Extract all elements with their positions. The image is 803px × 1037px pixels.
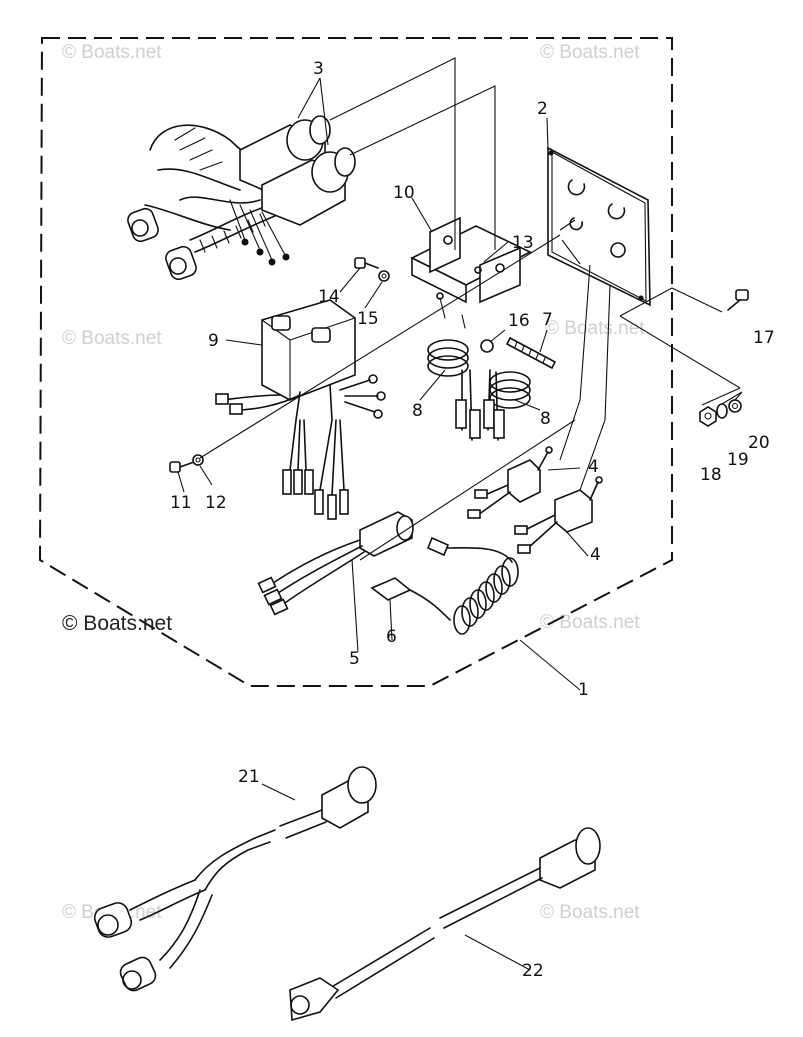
toggle-switch-4a (467, 446, 553, 519)
washer-19 (716, 403, 728, 419)
watermark: © Boats.net (545, 318, 645, 339)
callout-16: 16 (508, 311, 530, 331)
callout-11: 11 (170, 493, 192, 513)
callout-4b: 4 (590, 545, 601, 565)
watermark-layer: © Boats.net © Boats.net © Boats.net © Bo… (62, 42, 645, 923)
watermark: © Boats.net (62, 42, 162, 63)
callout-8a: 8 (412, 401, 423, 421)
nut-18 (699, 406, 717, 427)
screw-17 (727, 289, 749, 311)
coiled-cord-6 (370, 536, 519, 635)
watermark: © Boats.net (540, 902, 640, 923)
washer-15 (378, 270, 390, 282)
leader-lines (177, 57, 743, 971)
callout-labels: 1 2 3 4 4 5 6 7 8 8 9 10 11 12 13 14 15 … (170, 59, 775, 981)
extension-lead-22 (289, 827, 601, 1022)
callout-7: 7 (542, 310, 553, 330)
mounting-plate-2 (547, 146, 651, 307)
grommet-16 (480, 339, 494, 353)
callout-17: 17 (753, 328, 775, 348)
screw-11 (169, 461, 195, 473)
coil-leads-8 (427, 339, 531, 441)
callout-19: 19 (727, 450, 749, 470)
washer-12 (192, 454, 204, 466)
callout-14: 14 (318, 287, 340, 307)
callout-1: 1 (578, 680, 589, 700)
callout-2: 2 (537, 99, 548, 119)
watermark: © Boats.net (62, 612, 172, 635)
connector-5 (257, 511, 414, 616)
callout-10: 10 (393, 183, 415, 203)
callout-22: 22 (522, 961, 544, 981)
callout-9: 9 (208, 331, 219, 351)
callout-18: 18 (700, 465, 722, 485)
relay-box-9 (215, 299, 386, 520)
callout-5: 5 (349, 649, 360, 669)
callout-6: 6 (386, 627, 397, 647)
watermark: © Boats.net (540, 42, 640, 63)
callout-12: 12 (205, 493, 227, 513)
watermark: © Boats.net (540, 612, 640, 633)
callout-21: 21 (238, 767, 260, 787)
callout-8b: 8 (540, 409, 551, 429)
callout-3: 3 (313, 59, 324, 79)
screw-14 (354, 257, 379, 269)
cable-tie-7 (505, 336, 557, 370)
main-harness-3 (127, 115, 356, 281)
callout-4a: 4 (588, 457, 599, 477)
washer-20 (728, 399, 742, 413)
kit-outline (38, 37, 673, 687)
y-harness-21 (93, 766, 377, 992)
callout-15: 15 (357, 309, 379, 329)
callout-13: 13 (512, 233, 534, 253)
callout-20: 20 (748, 433, 770, 453)
watermark: © Boats.net (62, 328, 162, 349)
